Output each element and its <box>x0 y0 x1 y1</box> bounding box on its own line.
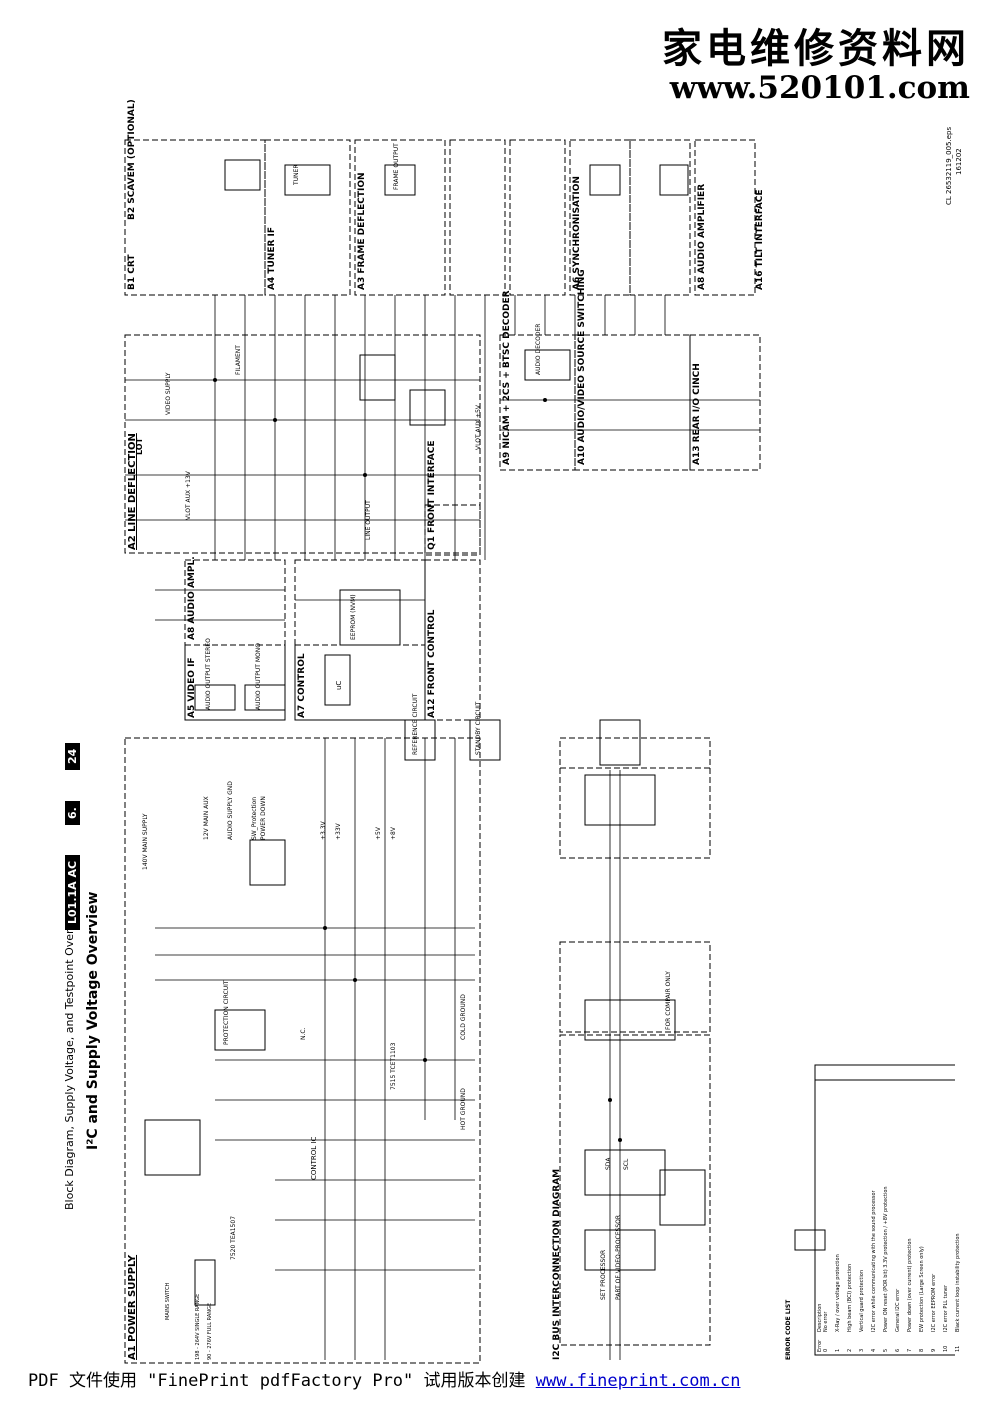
label-full-range: 90 - 276V FULL RANGE <box>207 1302 213 1360</box>
block-a3: A3 FRAME DEFLECTION <box>357 172 367 290</box>
label-sda: SDA <box>605 1157 612 1170</box>
block-b2: B2 SCAVEM (OPTIONAL) <box>127 99 137 220</box>
block-a8: A8 AUDIO AMPLIFIER <box>697 183 707 290</box>
error-description: Power ON reset (POR bit) 3.3V protection… <box>883 1186 889 1332</box>
label-eeprom: EEPROM (NVM) <box>350 594 357 640</box>
label-audio-output-mono: AUDIO OUTPUT MONO <box>255 643 262 710</box>
label-lot: LOT <box>135 437 144 455</box>
block-a4: A4 TUNER IF <box>267 226 277 290</box>
label-audio-decoder: AUDIO DECODER <box>535 323 542 375</box>
page-number: 24 <box>65 742 80 770</box>
label-vlot-aux: VLOT AUX +5V <box>475 405 482 450</box>
label-hot-ground: HOT GROUND <box>460 1088 467 1130</box>
error-code: 3 <box>859 1348 865 1352</box>
label-main-supply: 140V MAIN SUPPLY <box>142 813 149 870</box>
block-diagram <box>124 139 966 1364</box>
error-description: Vertical guard protection <box>859 1270 865 1332</box>
error-code-title: ERROR CODE LIST <box>785 1299 792 1360</box>
main-title: I²C and Supply Voltage Overview <box>85 891 101 1151</box>
label-sw-protection: SW_Protection <box>251 796 258 840</box>
label-cold-ground: COLD GROUND <box>460 994 467 1040</box>
block-q1: Q1 FRONT INTERFACE <box>427 440 437 550</box>
block-a16: A16 TILT INTERFACE <box>755 189 765 290</box>
error-description: Black current loop instability protectio… <box>955 1233 961 1332</box>
label-plus3v3: +3.3V <box>320 821 327 840</box>
block-a10: A10 AUDIO/VIDEO SOURCE SWITCHING <box>577 269 587 465</box>
error-code: 4 <box>871 1348 877 1352</box>
block-a13: A13 REAR I/O CINCH <box>692 363 702 465</box>
label-ic7515: 7515 TCET1103 <box>390 1042 397 1090</box>
label-ic7520: 7520 TEA1507 <box>230 1215 237 1260</box>
label-nc: N.C. <box>300 1027 307 1041</box>
label-video-processor: PART OF VIDEO-PROCESSOR <box>615 1214 622 1300</box>
block-a9: A9 NICAM + 2CS + BTSC DECODER <box>502 290 512 465</box>
doc-date: 161202 <box>955 148 963 175</box>
label-audio-output-stereo: AUDIO OUTPUT STEREO <box>205 638 212 710</box>
label-power-down: POWER DOWN <box>260 796 267 840</box>
block-i2c: I2C BUS INTERCONNECTION DIAGRAM <box>552 1168 562 1360</box>
label-line-output: LINE OUTPUT <box>365 500 372 540</box>
block-a7: A7 CONTROL <box>297 653 307 718</box>
label-frame-output: FRAME OUTPUT <box>393 143 400 190</box>
error-description: I2C error while communicating with the s… <box>871 1190 877 1332</box>
error-code: 2 <box>847 1348 853 1352</box>
label-audio-supply: AUDIO SUPPLY GND <box>227 781 234 840</box>
label-tuner: TUNER <box>293 164 300 185</box>
label-main-aux: 12V MAIN AUX <box>203 796 210 840</box>
error-code: 10 <box>943 1345 949 1352</box>
section-number: 6. <box>65 801 80 825</box>
block-a8b: A8 AUDIO AMPL. <box>187 556 197 640</box>
header-title: Block Diagram, Supply Voltage, and Testp… <box>63 904 76 1210</box>
watermark-url: www.520101.com <box>669 70 970 106</box>
error-code: 6 <box>895 1348 901 1352</box>
error-description: EW protection (Large Screen only) <box>919 1246 925 1332</box>
label-for-compair: FOR COMPAIR ONLY <box>665 971 672 1030</box>
label-uc: uC <box>335 680 343 690</box>
label-filament: FILAMENT <box>235 345 242 375</box>
block-b1: B1 CRT <box>127 254 137 290</box>
error-description: General I2C error <box>895 1288 901 1332</box>
block-a5: A5 VIDEO IF <box>187 657 197 718</box>
block-a1: A1 POWER SUPPLY <box>127 1254 138 1360</box>
error-description: X-Ray / over voltage protection <box>835 1254 841 1332</box>
error-description: I2C error EEPROM error <box>931 1273 937 1332</box>
error-code: 11 <box>955 1345 961 1352</box>
error-description: No error <box>823 1311 829 1333</box>
label-mains-switch: MAINS SWITCH <box>165 1282 171 1320</box>
error-code: 8 <box>919 1348 925 1352</box>
label-reference-circuit: REFERENCE CIRCUIT <box>412 693 419 755</box>
error-code: 5 <box>883 1348 889 1352</box>
error-code: 1 <box>835 1348 841 1352</box>
footer-link[interactable]: www.fineprint.com.cn <box>535 1371 741 1391</box>
label-scl: SCL <box>623 1158 630 1170</box>
error-description: Power down (over current) protection <box>907 1238 913 1332</box>
label-plus33v: +33V <box>335 823 342 840</box>
label-protection-circuit: PROTECTION CIRCUIT <box>223 980 230 1045</box>
block-a12: A12 FRONT CONTROL <box>427 609 437 718</box>
label-vlot-aux13: VLOT AUX +13V <box>185 471 192 520</box>
error-description: I2C error PLL tuner <box>943 1284 949 1332</box>
chassis-label: L01.1A AC <box>65 854 80 930</box>
watermark-title: 家电维修资料网 <box>662 25 970 72</box>
pdf-footer: PDF 文件使用 "FinePrint pdfFactory Pro" 试用版本… <box>28 1366 958 1391</box>
error-code: 0 <box>823 1348 829 1352</box>
error-code: 9 <box>931 1348 937 1352</box>
label-plus8v: +8V <box>390 827 397 840</box>
doc-reference: CL 26532119_005.eps <box>945 126 953 205</box>
label-set-processor: SET PROCESSOR <box>600 1249 607 1300</box>
error-code: 7 <box>907 1348 913 1352</box>
footer-text: PDF 文件使用 "FinePrint pdfFactory Pro" 试用版本… <box>28 1371 526 1391</box>
label-standby-circuit: STANDBY CIRCUIT <box>475 701 482 755</box>
label-control-ic: CONTROL IC <box>310 1136 318 1180</box>
schematic-sheet: Block Diagram, Supply Voltage, and Testp… <box>55 99 966 1365</box>
label-video-supply: VIDEO SUPPLY <box>165 372 172 415</box>
error-description: High beam (BCI) protection <box>847 1263 853 1332</box>
label-plus5v: +5V <box>375 827 382 840</box>
label-single-range: 198 - 264V SINGLE RANGE <box>195 1293 201 1360</box>
